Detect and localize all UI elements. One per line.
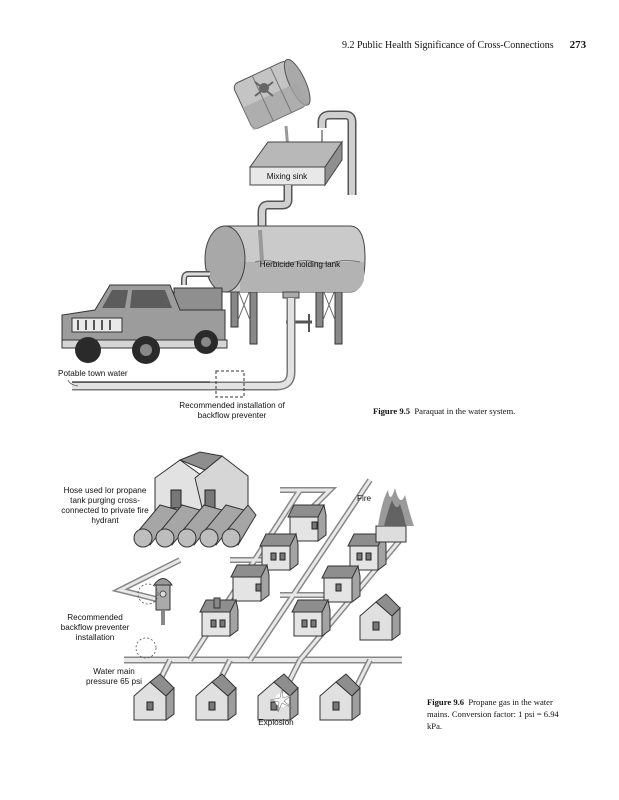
page-number: 273 <box>569 39 587 51</box>
water-main-label: Water main pressure 65 psi <box>86 667 142 686</box>
explosion-icon <box>269 687 293 713</box>
fire-label: Fire <box>357 494 372 503</box>
hose-label-line4: hydrant <box>91 516 119 525</box>
backflow-label-line1: Recommended installation of <box>179 401 285 410</box>
section-title: 9.2 Public Health Significance of Cross-… <box>342 40 554 51</box>
flow-arrow <box>67 379 79 387</box>
skull-crossbones-icon <box>254 81 274 97</box>
mixing-sink-label: Mixing sink <box>267 172 308 181</box>
house <box>291 599 331 637</box>
backflow-circle-upper <box>137 583 159 605</box>
propane-warehouse <box>154 451 249 521</box>
backflow-circle-lower <box>135 637 157 659</box>
backflow-label-line2: backflow preventer <box>61 623 130 632</box>
tank-supports <box>230 274 343 345</box>
figure-9-5-caption: Figure 9.5 Paraquat in the water system. <box>373 405 515 417</box>
hose-label-line2: tank purging cross- <box>70 496 140 505</box>
hose-label: Hose used lor propane tank purging cross… <box>61 486 149 525</box>
running-head: 9.2 Public Health Significance of Cross-… <box>342 39 586 51</box>
hose-label-line1: Hose used lor propane <box>64 486 147 495</box>
explosion-label: Explosion <box>258 718 294 727</box>
gable-house <box>195 673 237 721</box>
hose-label-line3: connected to private fire <box>61 506 149 515</box>
house <box>230 564 270 602</box>
figure-9-6-caption: Figure 9.6 Propane gas in the water main… <box>427 696 567 732</box>
outlet-pipe <box>72 298 296 391</box>
potable-water-label: Potable town water <box>58 369 128 378</box>
supply-pipe <box>317 110 357 195</box>
caption-number: Figure 9.5 <box>373 406 411 416</box>
caption-text: Propane gas in the water mains. Conversi… <box>427 697 559 731</box>
gable-house <box>319 673 361 721</box>
backflow-preventer-box <box>215 370 245 398</box>
backflow-installation-label: Recommended backflow preventer installat… <box>61 613 130 642</box>
caption-text: Paraquat in the water system. <box>414 406 516 416</box>
water-main-label-line1: Water main <box>93 667 135 676</box>
propane-tanks <box>133 504 257 548</box>
holding-tank-label: Herbicide holding lank <box>260 260 341 269</box>
gable-house <box>359 593 401 641</box>
caption-number: Figure 9.6 <box>427 697 465 707</box>
backflow-label-line1: Recommended <box>67 613 123 622</box>
mixing-sink: Mixing sink <box>249 140 343 187</box>
herbicide-holding-tank: Herbicide holding lank <box>204 225 366 299</box>
poison-drum <box>233 58 311 131</box>
house-windows <box>210 521 372 628</box>
chimney <box>213 597 221 609</box>
water-main-label-line2: pressure 65 psi <box>86 677 142 686</box>
burning-house <box>375 488 414 543</box>
pickup-truck <box>61 284 228 364</box>
fire-hydrant <box>153 578 173 625</box>
backflow-label-line3: installation <box>76 633 115 642</box>
backflow-label-line2: backflow preventer <box>198 411 267 420</box>
